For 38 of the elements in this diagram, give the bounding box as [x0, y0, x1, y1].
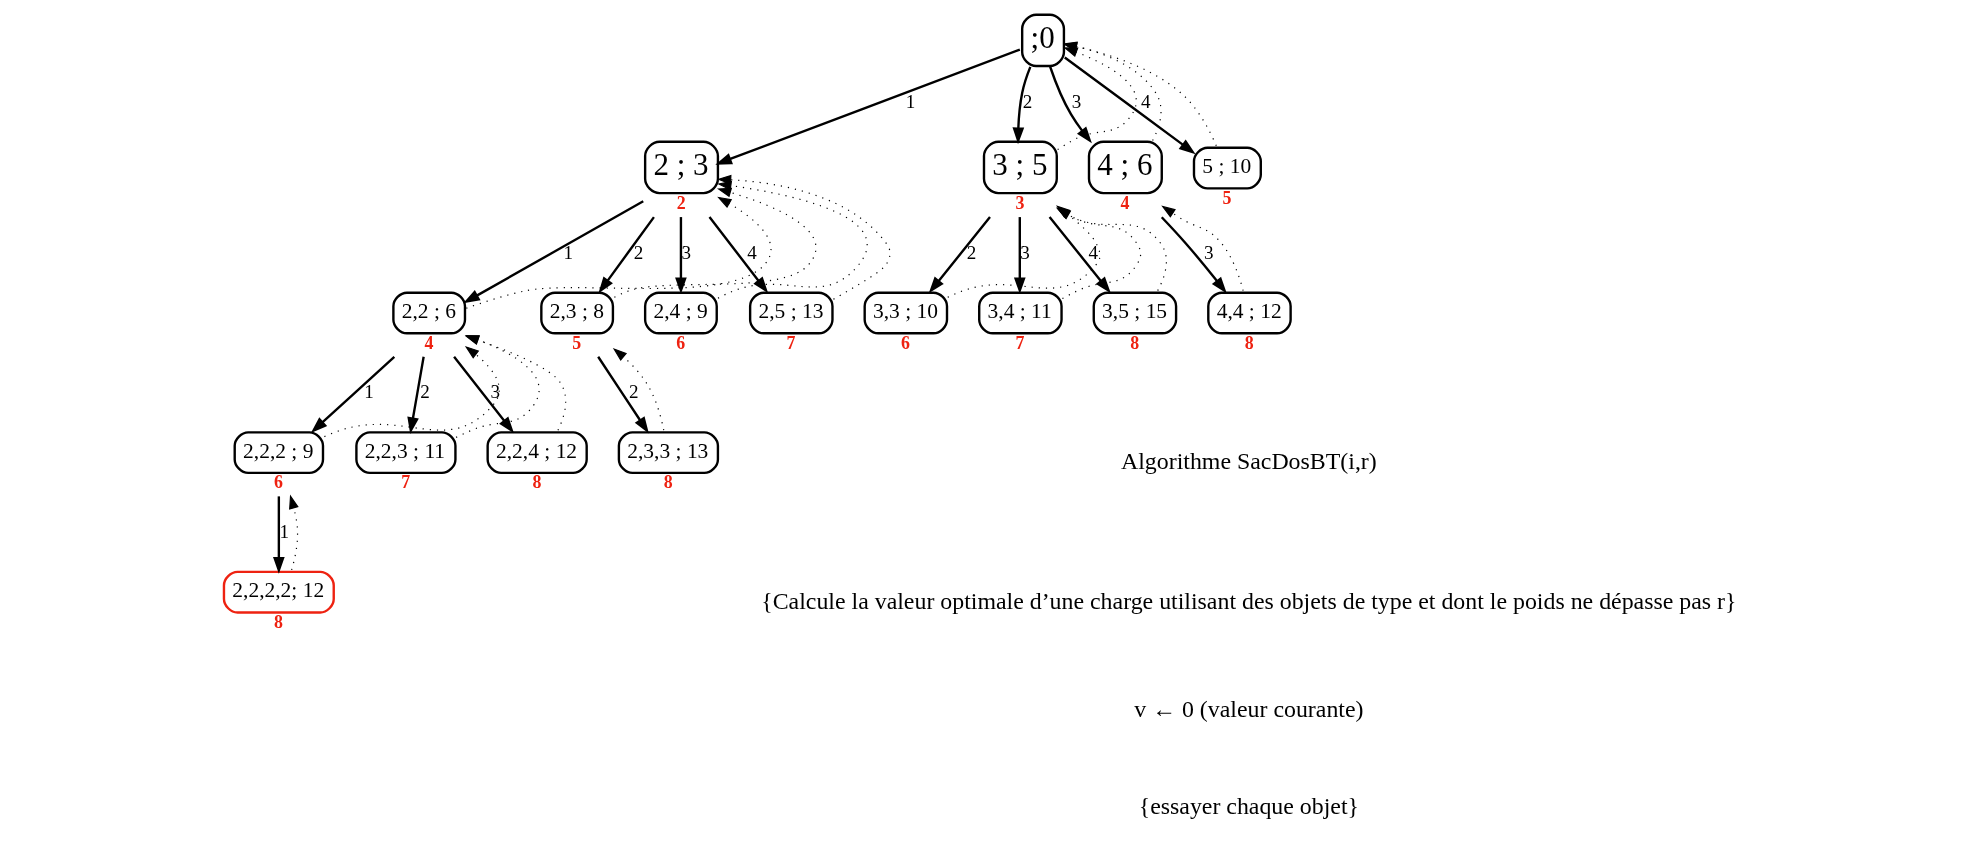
node-label: 8 [274, 612, 284, 633]
node-label: 4 [1120, 192, 1130, 213]
edge-label: 1 [364, 381, 374, 403]
label: Algorithme SacDosBT(i,r) [1120, 448, 1377, 475]
node-label: 8 [532, 472, 542, 493]
edge-label: 2 [420, 381, 430, 403]
edge-label: 1 [905, 91, 916, 113]
label: {Calcule la valeur optimale d’une charge utilisant des objets de type et dont le poids ne dépasse pas r} [761, 587, 1737, 614]
node-label: 2 [676, 192, 686, 213]
edge-label: 3 [1204, 241, 1214, 263]
node-label: 5 [572, 332, 582, 353]
edge-label: 2 [1022, 91, 1033, 113]
node-label: 4 [424, 332, 434, 353]
node-label: 8 [1130, 332, 1140, 353]
edge-label: 1 [279, 520, 289, 542]
edge-label: 2 [629, 381, 639, 403]
node-label: 7 [786, 332, 796, 353]
node-label: 6 [901, 332, 911, 353]
edge-label: 4 [747, 241, 757, 263]
node-label: 3 [1015, 192, 1025, 213]
edge-label: 1 [563, 241, 573, 263]
node-label: 8 [1244, 332, 1254, 353]
node-label: 8 [663, 472, 673, 493]
edge-label: 2 [633, 241, 644, 263]
edge-label: 3 [1020, 241, 1030, 263]
edge-label: 3 [681, 241, 692, 263]
node-label: 6 [274, 472, 284, 493]
label: v ← 0 (valeur courante) [1134, 695, 1364, 722]
node-label: 5 [1222, 187, 1232, 208]
edge-label: 4 [1140, 91, 1151, 113]
edge-label: 3 [490, 381, 501, 403]
edge-label: 2 [966, 241, 977, 263]
node-label: 7 [401, 472, 411, 493]
node-label: 6 [676, 332, 686, 353]
label: {essayer chaque objet} [1138, 792, 1360, 819]
edge-label: 3 [1071, 91, 1082, 113]
node-label: 7 [1015, 332, 1025, 353]
edge-label: 4 [1088, 241, 1098, 263]
